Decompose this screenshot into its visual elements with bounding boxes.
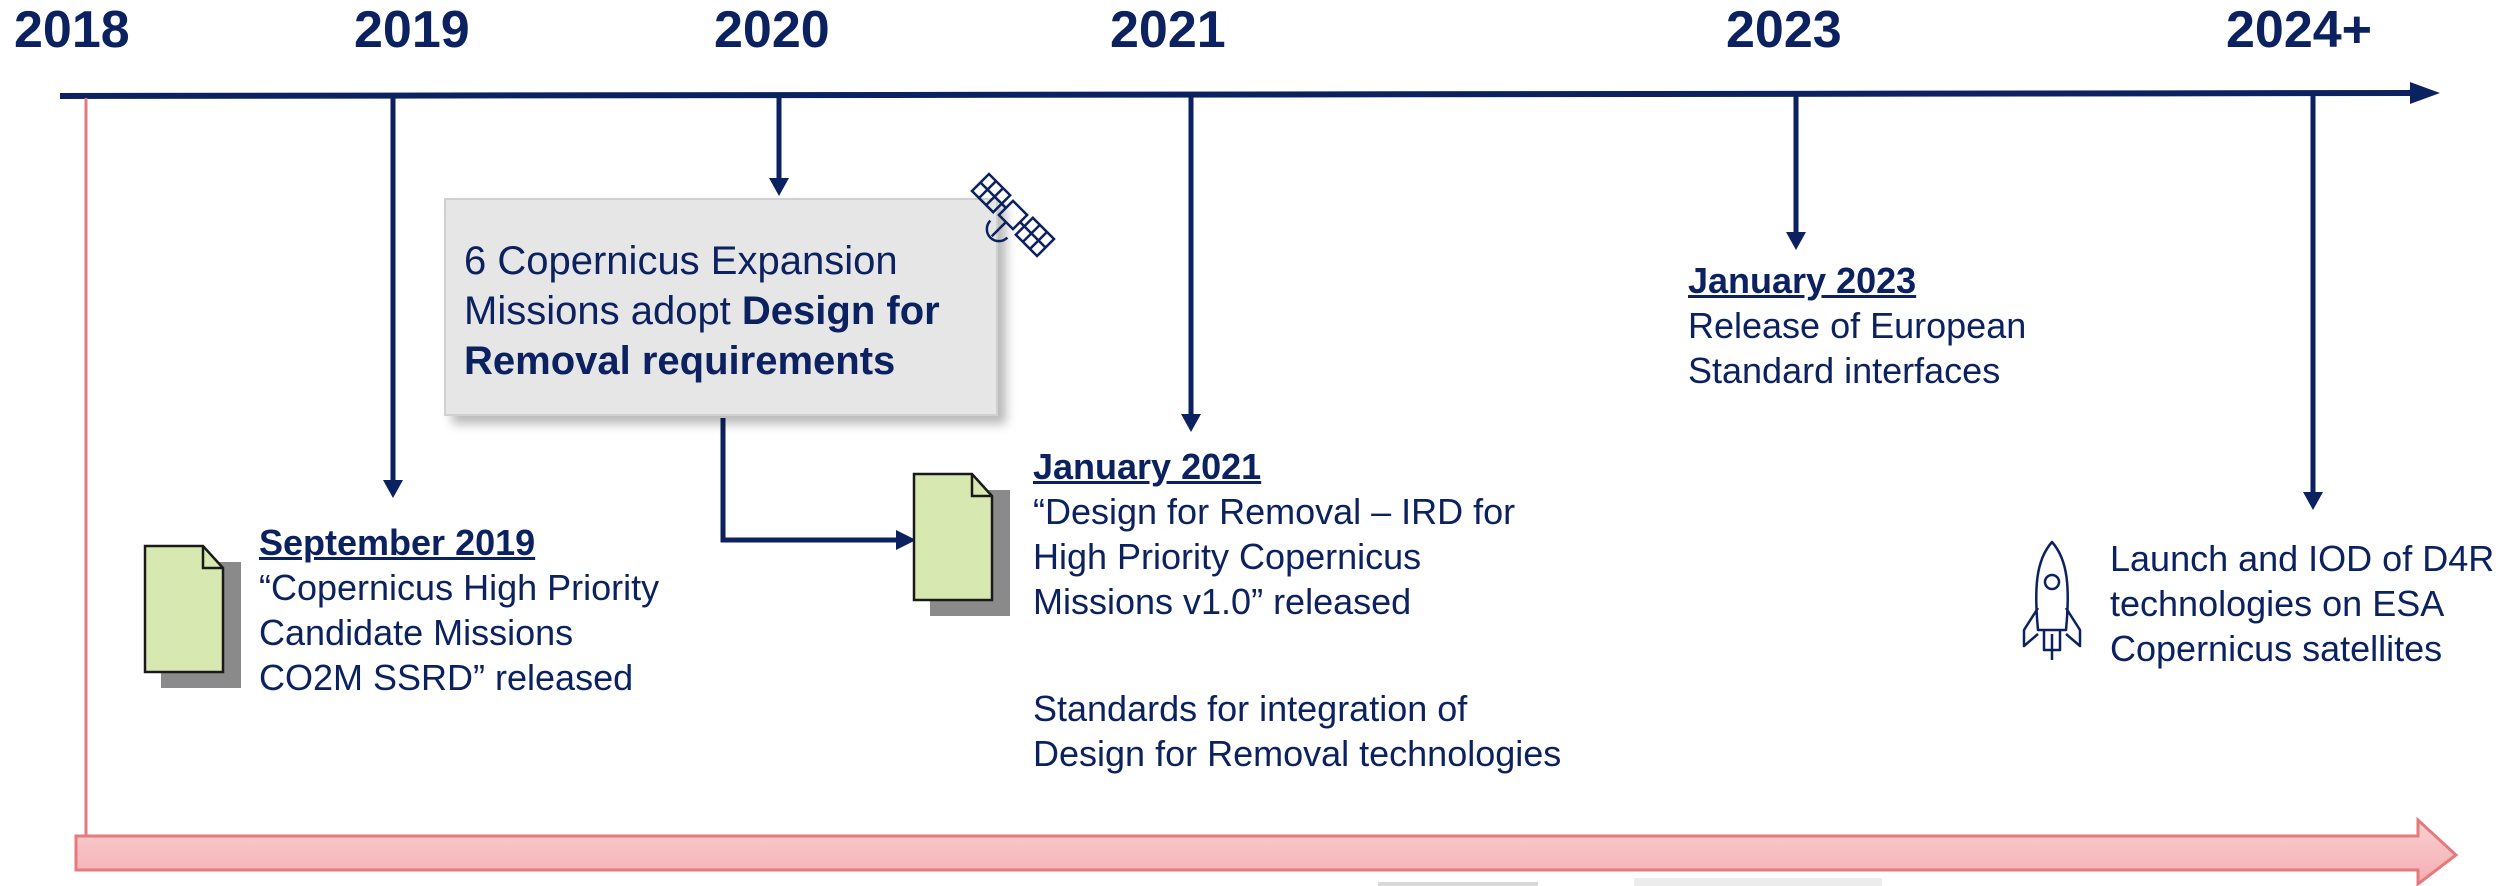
callout-box (444, 198, 998, 416)
year-2019: 2019 (354, 1, 470, 59)
callout-connector (720, 418, 916, 550)
arrow-2023 (1786, 96, 1806, 250)
event-line: Candidate Missions (259, 612, 574, 653)
callout-line-2-bold: Design for (741, 289, 940, 333)
event-january-2023: January 2023 Release of European Standar… (1688, 258, 2108, 393)
callout-line-3-bold: Removal requirements (464, 339, 896, 383)
callout-line-1: 6 Copernicus Expansion (464, 239, 898, 283)
event-date: January 2021 (1033, 446, 1262, 487)
year-2018: 2018 (14, 1, 130, 59)
event-line: Copernicus satellites (2110, 628, 2443, 669)
event-line: Missions v1.0” released (1033, 581, 1412, 622)
event-january-2021: January 2021 “Design for Removal – IRD f… (1033, 444, 1593, 624)
event-launch: Launch and IOD of D4R technologies on ES… (2110, 536, 2510, 671)
event-date: September 2019 (259, 522, 536, 563)
event-september-2019: September 2019 “Copernicus High Priority… (259, 520, 719, 700)
event-line: technologies on ESA (2110, 583, 2445, 624)
event-date: January 2023 (1688, 260, 1917, 301)
document-icon (912, 472, 1010, 616)
event-line: “Design for Removal – IRD for (1033, 491, 1516, 532)
year-2023: 2023 (1726, 1, 1842, 59)
arrow-2021 (1181, 96, 1201, 432)
event-line: Standards for integration of (1033, 688, 1468, 729)
event-line: Release of European (1688, 305, 2027, 346)
partial-image (1378, 882, 1538, 886)
year-2021: 2021 (1110, 1, 1226, 59)
partial-image (1634, 878, 1882, 886)
satellite-icon (970, 172, 1056, 258)
timeline-axis (59, 90, 2419, 99)
event-line: Launch and IOD of D4R (2110, 538, 2495, 579)
event-line: Design for Removal technologies (1033, 733, 1562, 774)
callout-line-2: Missions adopt (464, 289, 742, 333)
arrow-2019 (383, 96, 403, 498)
event-line: Standard interfaces (1688, 350, 2001, 391)
callout-text: 6 Copernicus Expansion Missions adopt De… (464, 236, 984, 386)
arrow-2024 (2303, 96, 2323, 510)
event-line: CO2M SSRD” released (259, 657, 634, 698)
event-standards: Standards for integration of Design for … (1033, 686, 1633, 776)
event-line: High Priority Copernicus (1033, 536, 1422, 577)
year-2020: 2020 (714, 1, 830, 59)
rocket-icon (2022, 540, 2082, 660)
year-2024-plus: 2024+ (2226, 1, 2373, 59)
progress-arrow (74, 816, 2459, 886)
document-icon (143, 544, 241, 688)
arrow-2020 (769, 96, 789, 196)
timeline-axis-arrowhead (2410, 82, 2440, 104)
event-line: “Copernicus High Priority (259, 567, 660, 608)
